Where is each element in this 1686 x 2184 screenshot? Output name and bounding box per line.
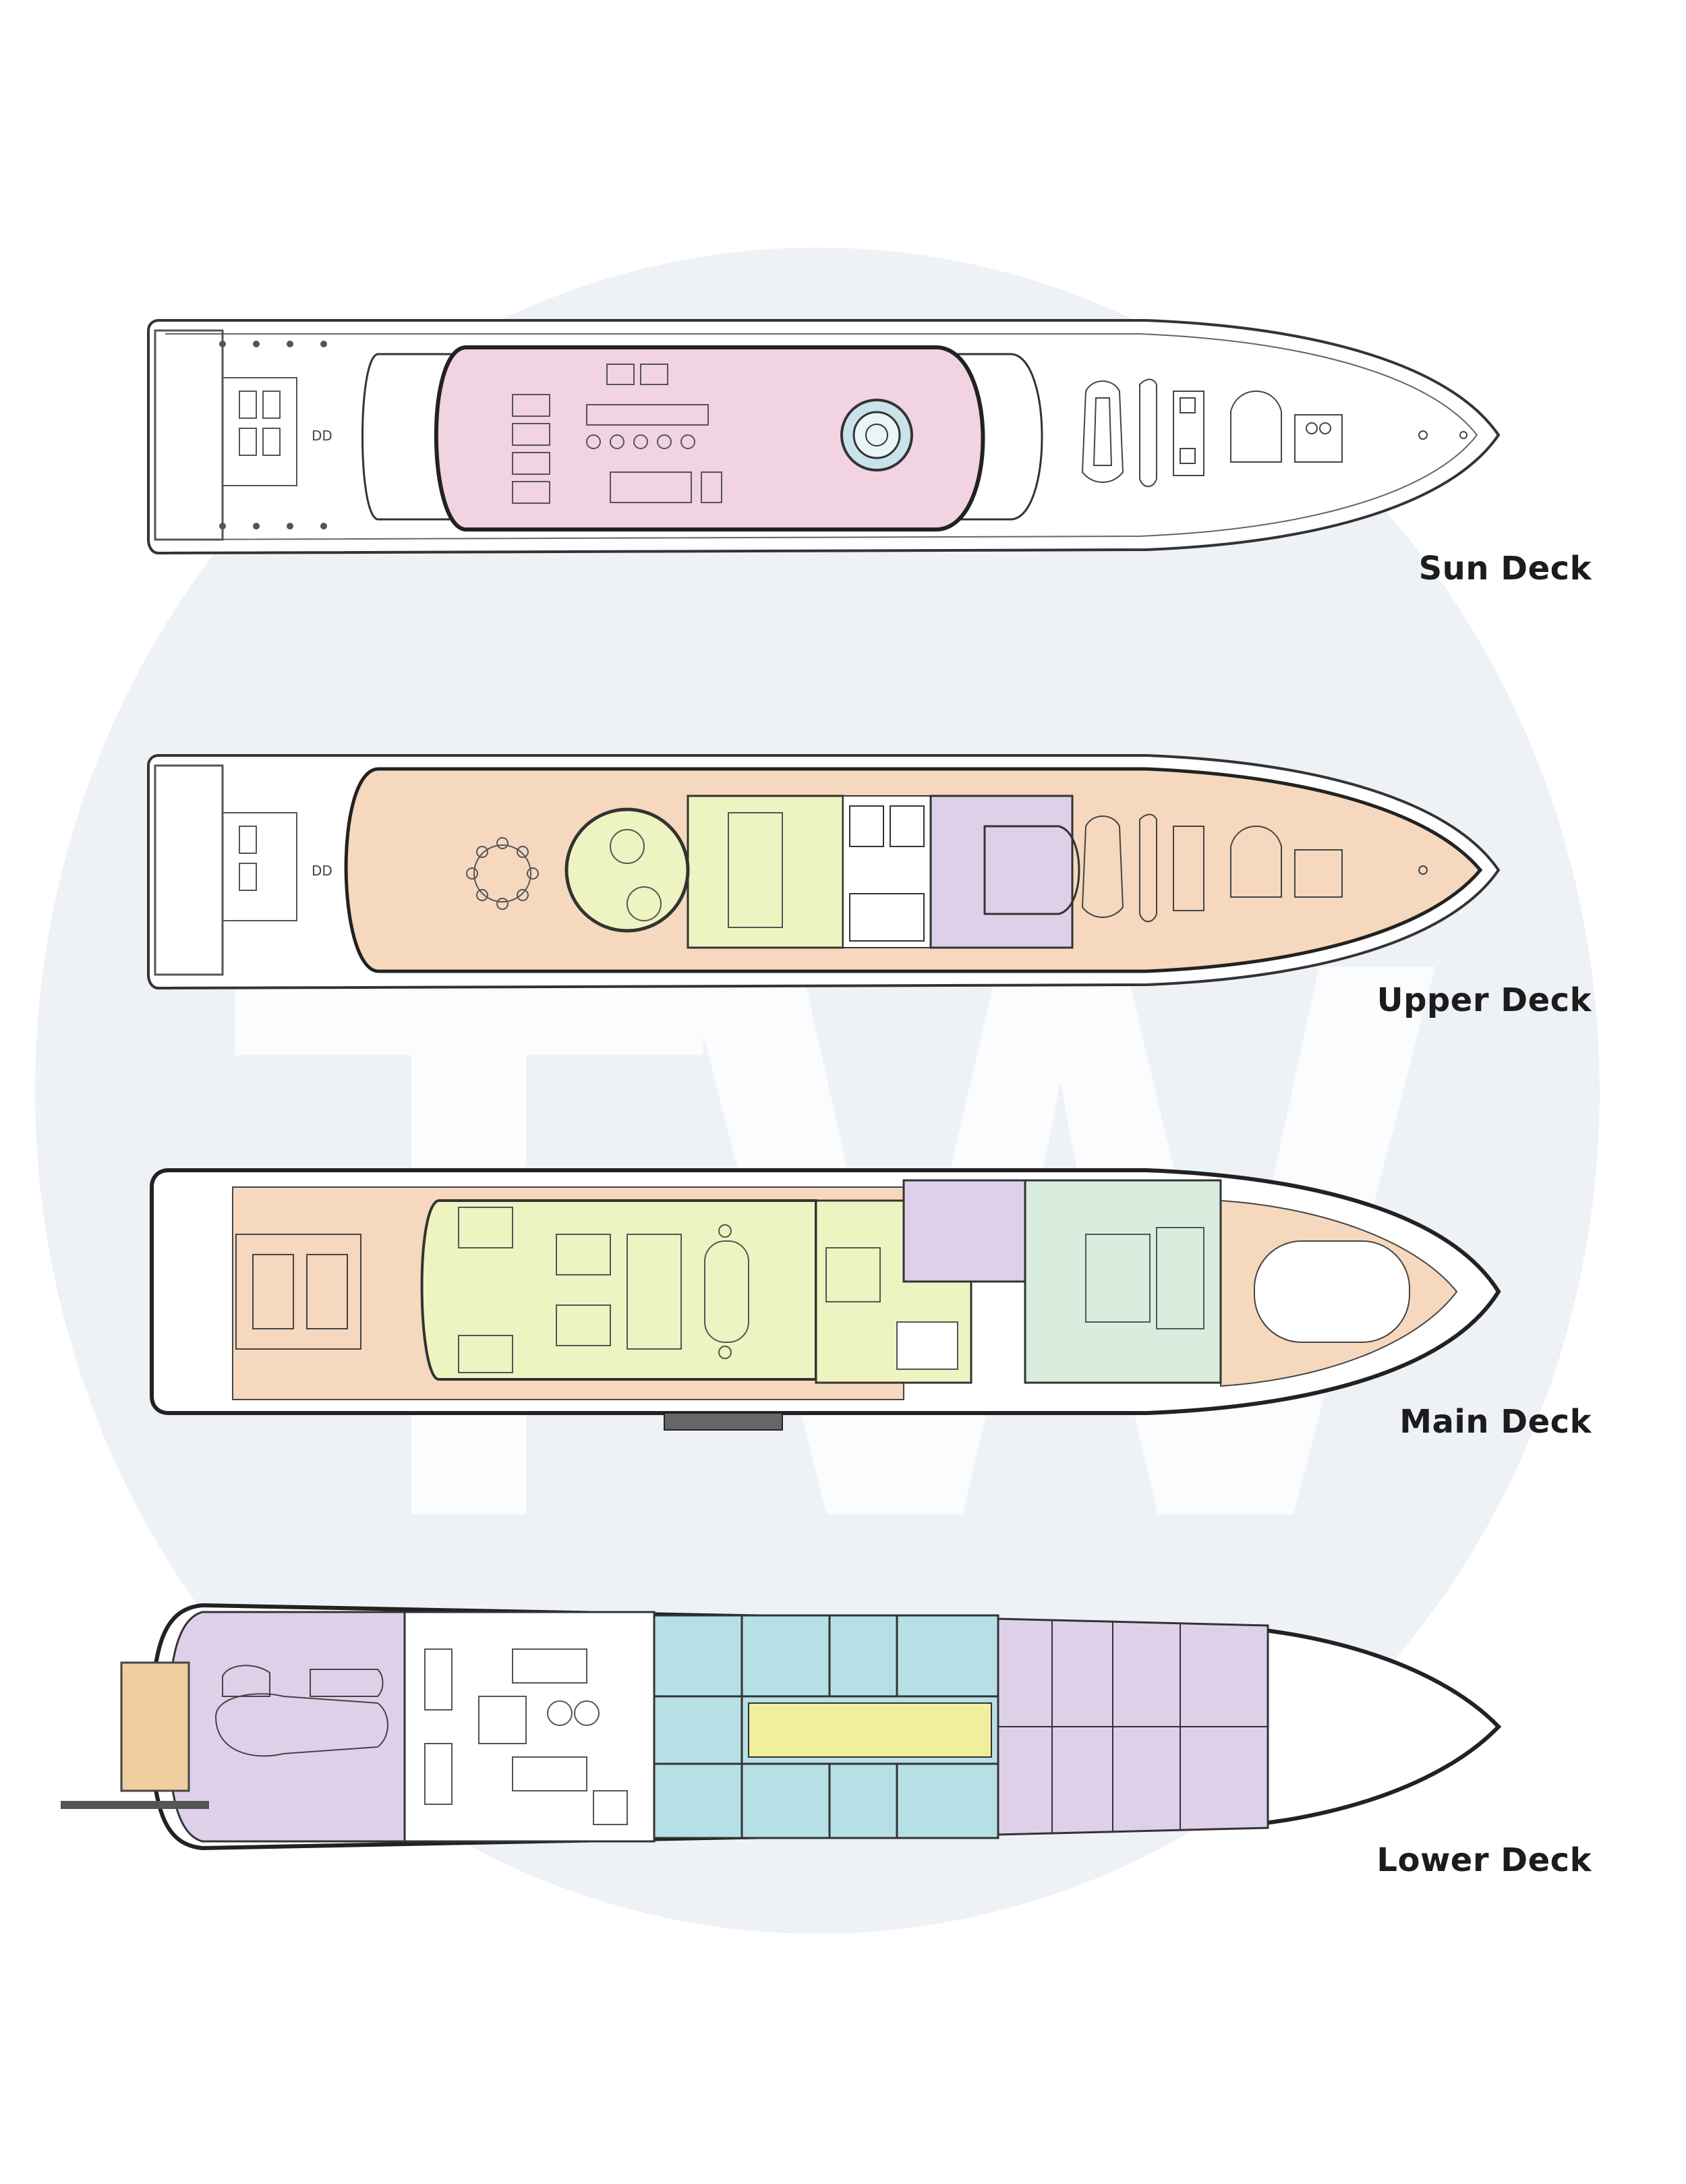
lower-corridor-zone bbox=[748, 1702, 992, 1758]
upper-deck-drawing: DD bbox=[147, 754, 1501, 990]
upper-deck-plan: DD bbox=[0, 739, 1686, 1022]
saloon-furniture bbox=[458, 1207, 749, 1373]
upper-bridge-zone bbox=[929, 795, 1074, 949]
guest-cabin-walls bbox=[654, 1615, 998, 1838]
service-rooms bbox=[842, 795, 931, 948]
upper-lounge-zone bbox=[687, 795, 844, 949]
sun-deck-lounge-zone bbox=[434, 345, 985, 531]
deck-fittings bbox=[219, 341, 327, 529]
lower-deck-plan: Lower Deck bbox=[0, 1595, 1686, 1879]
upper-foredeck-items bbox=[1081, 813, 1428, 923]
sun-deck-plan: DD bbox=[0, 304, 1686, 587]
main-saloon-zone bbox=[420, 1199, 817, 1381]
lower-deck-drawing bbox=[61, 1603, 1502, 1851]
main-cabin-lavender-zone bbox=[902, 1179, 1026, 1283]
lower-engine-room bbox=[403, 1611, 656, 1843]
dining-furniture bbox=[586, 364, 722, 503]
deck-label-lower: Lower Deck bbox=[1376, 1841, 1592, 1879]
garage-hatch bbox=[120, 1661, 190, 1792]
jacuzzi bbox=[840, 399, 913, 471]
passerelle bbox=[664, 1412, 783, 1431]
main-deck-plan: Main Deck bbox=[0, 1160, 1686, 1443]
main-owner-suite-zone bbox=[1024, 1179, 1222, 1384]
deck-label-sun: Sun Deck bbox=[1418, 550, 1592, 587]
watermark-circle bbox=[35, 248, 1600, 1934]
sun-deck-drawing: DD bbox=[147, 319, 1501, 555]
deck-label-main: Main Deck bbox=[1399, 1403, 1592, 1441]
boarding-ladder bbox=[61, 1801, 209, 1809]
sunbeds bbox=[512, 394, 550, 504]
foredeck-tenders bbox=[1081, 378, 1467, 488]
garage-tenders bbox=[214, 1665, 388, 1757]
stern-marking: DD bbox=[312, 863, 332, 879]
deck-label-upper: Upper Deck bbox=[1376, 981, 1592, 1019]
aft-dining-table bbox=[466, 837, 539, 910]
stern-marking: DD bbox=[312, 428, 332, 444]
main-deck-drawing bbox=[150, 1168, 1501, 1431]
